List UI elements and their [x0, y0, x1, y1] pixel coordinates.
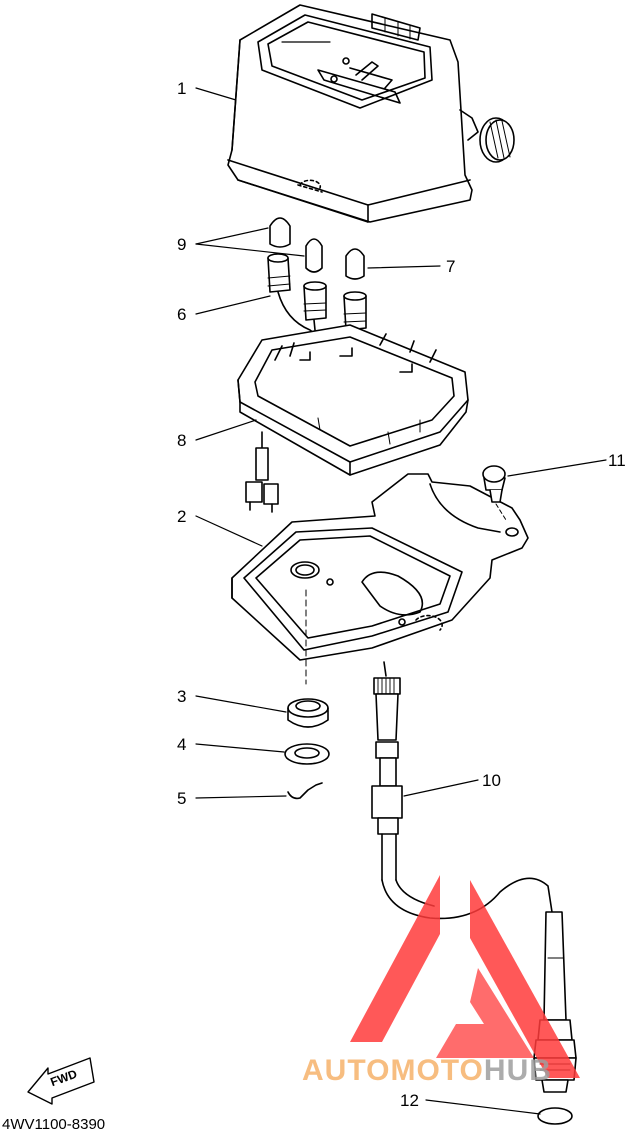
leader-lines	[195, 87, 607, 1115]
part-label-11: 11	[608, 451, 626, 470]
diagram-code: 4WV1100-8390	[2, 1116, 106, 1133]
o-ring	[537, 1107, 573, 1125]
part-label-1: 1	[177, 79, 187, 98]
meter-gasket	[237, 324, 469, 513]
part-label-12: 12	[400, 1091, 419, 1110]
meter-bracket	[231, 473, 529, 685]
part-label-8: 8	[177, 431, 187, 450]
fwd-arrow	[27, 1057, 95, 1105]
bulb-sockets-harness	[267, 253, 367, 373]
part-label-5: 5	[177, 789, 187, 808]
part-label-3: 3	[177, 687, 187, 706]
part-label-9: 9	[177, 235, 187, 254]
part-label-6: 6	[177, 305, 187, 324]
watermark-text-main: AUTOMOTO	[302, 1054, 484, 1087]
watermark-text-hub: HUB	[483, 1054, 552, 1087]
grommet-washer-clip	[284, 698, 330, 800]
part-label-4: 4	[177, 735, 187, 754]
part-label-7: 7	[446, 257, 456, 276]
meter-housing	[227, 4, 515, 223]
part-label-2: 2	[177, 507, 187, 526]
bracket-screw	[482, 465, 507, 521]
part-label-10: 10	[482, 771, 501, 790]
watermark-text: AUTOMOTOHUB	[302, 1056, 552, 1086]
indicator-bulbs	[269, 217, 365, 280]
watermark-logo	[350, 875, 580, 1078]
